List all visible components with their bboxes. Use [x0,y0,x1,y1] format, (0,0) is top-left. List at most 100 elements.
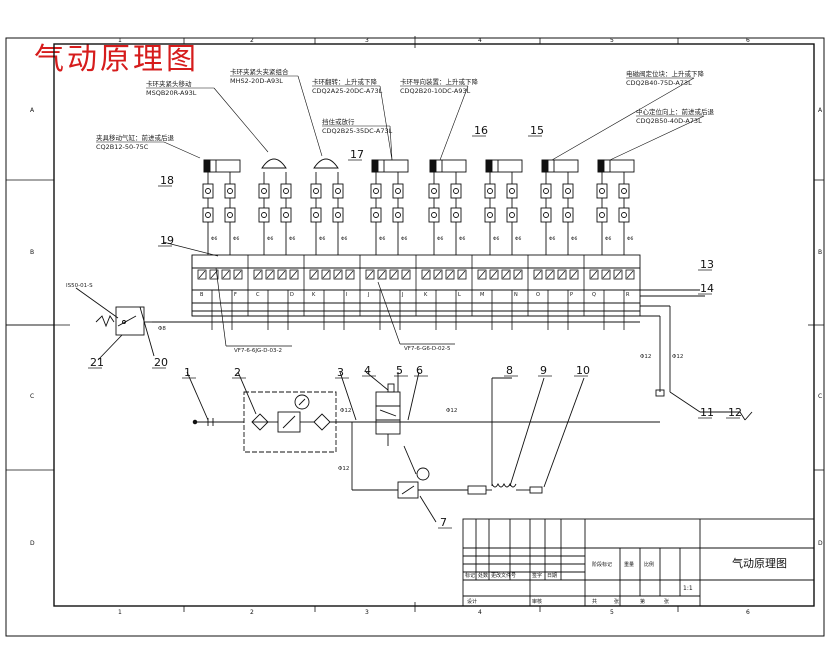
valve-cell [303,255,355,330]
port-label: Q [592,292,596,298]
zone-label: 3 [365,37,369,44]
zone-label: 1 [118,37,122,44]
callout-number: 1 [184,366,191,379]
zone-label: 5 [610,37,614,44]
port-label: P [570,292,573,298]
pipe-size-label: Φ6 [493,236,500,242]
port-label: D [290,292,294,298]
port-label: R [626,292,630,298]
pipe-label-phi12-a: Φ12 [640,354,651,360]
valve-model-label-1: VF7-6-6JG-D-03-2 [234,348,282,354]
valve-cell [247,255,299,330]
actuator-function-label: 夹具移动气缸：前进或后退 [96,133,175,142]
callout-number: 4 [364,364,371,377]
pipe-size-label: Φ6 [605,236,612,242]
zone-label: A [818,107,823,114]
actuator: Φ6 Φ6 [310,158,348,255]
title-block-cell: 审核 [532,598,542,605]
valve-cell [527,255,579,330]
pipe-size-label: Φ6 [341,236,348,242]
port-label: B [200,292,204,298]
pipe-size-label: Φ6 [211,236,218,242]
actuator-model-label: MHS2-20D-A93L [230,77,283,85]
actuator-function-label: 卡环夹紧头移动 [146,79,192,88]
title-block-cell: 第 [640,598,645,605]
actuator: Φ6 Φ6 [484,159,523,255]
actuator-function-label: 卡环夹紧头夹紧组合 [230,67,289,76]
page-title: 气动原理图 [34,42,199,77]
title-block-cell: 日期 [547,573,557,579]
regulator-branch [351,377,585,523]
pipe-size-label: Φ6 [549,236,556,242]
title-block-cell: 签字 [532,572,542,579]
pipe-size-label: Φ6 [379,236,386,242]
port-label: M [480,292,484,298]
actuator: Φ6 Φ6 [428,159,467,255]
callout-number: 6 [416,364,423,377]
zone-label: B [30,249,34,256]
pipe-size-label: Φ6 [437,236,444,242]
title-block-cell: 张 [664,598,669,605]
actuator-model-label: CDQ2B40-75D-A73L [626,79,692,87]
zone-label: 1 [118,609,122,616]
scale-value: 1:1 [683,585,693,592]
actuator-model-label: CQ2B12-50-75C [96,143,149,151]
port-label: F [234,292,237,298]
actuator-function-label: 挡住或放行 [322,117,355,126]
valve-cell [191,255,243,330]
actuator-model-label: MSQB20R-A93L [146,89,197,97]
zone-label: 6 [746,609,750,616]
callout-number: 7 [440,516,447,529]
actuator-model-label: CDQ2B25-35DC-A73L [322,127,393,135]
valve-cell [359,255,411,330]
title-block [462,518,815,607]
drawing-name: 气动原理图 [732,556,787,570]
pipe-size-label: Φ6 [233,236,240,242]
pipe-size-label: Φ6 [459,236,466,242]
actuator-function-label: 卡环导向装置：上升或下降 [400,77,479,86]
port-label: J [367,292,369,298]
zone-label: 4 [478,609,482,616]
pipe-size-label: Φ6 [401,236,408,242]
actuator-function-label: 卡环翻转：上升或下降 [312,77,378,86]
callout-number: 21 [90,356,104,369]
actuator-model-label: CDQ2B20-10DC-A93L [400,87,471,95]
valve-cell [471,255,523,330]
callout-number: 18 [160,174,174,187]
pipe-size-label: Φ6 [627,236,634,242]
shutoff-valve [339,371,420,446]
callout-number: 11 [700,406,714,419]
zone-label: C [818,393,822,400]
title-block-cell: 张 [614,598,619,605]
actuator: Φ6 Φ6 [202,159,241,255]
valve-model-leaders [162,241,455,347]
callout-number: 10 [576,364,590,377]
zone-label: 2 [250,37,254,44]
title-block-cell: 标记 [465,572,475,579]
callout-number: 20 [154,356,168,369]
actuator: Φ6 Φ6 [596,159,635,255]
callout-number: 5 [396,364,403,377]
callout-number: 13 [700,258,714,271]
zone-label: B [818,249,822,256]
port-label: C [256,292,260,298]
title-block-cell: 更改文件号 [491,572,516,579]
zone-label: A [30,107,35,114]
zone-label: 3 [365,609,369,616]
title-block-cell: 设计 [467,598,477,605]
pipe-label-phi8-a: Φ8 [158,326,166,332]
valve-cell [583,255,635,330]
zone-label: 2 [250,609,254,616]
port-label: L [458,292,461,298]
pipe-label-phi12-c: Φ12 [340,408,351,414]
supply-lines [152,289,753,421]
pipe-size-label: Φ6 [319,236,326,242]
callout-number: 14 [700,282,714,295]
pipe-size-label: Φ6 [515,236,522,242]
port-label: K [312,292,316,298]
